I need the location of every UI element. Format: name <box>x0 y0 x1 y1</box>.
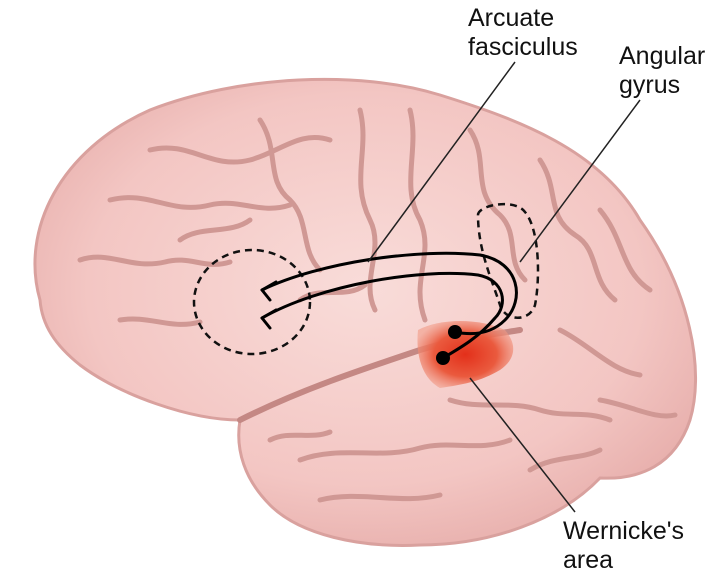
wernicke-label-line-2: area <box>563 546 684 575</box>
arcuate-label-line-2: fasciculus <box>468 33 578 62</box>
angular-label-line-1: Angular <box>619 42 705 71</box>
arcuate-label-line-1: Arcuate <box>468 4 578 33</box>
pathway-end-dot-lower <box>436 351 450 365</box>
wernickes-area-label: Wernicke's area <box>563 517 684 575</box>
pathway-end-dot-upper <box>448 325 462 339</box>
angular-gyrus-label: Angular gyrus <box>619 42 705 100</box>
arcuate-fasciculus-label: Arcuate fasciculus <box>468 4 578 62</box>
wernicke-label-line-1: Wernicke's <box>563 517 684 546</box>
brain-hemisphere <box>35 79 696 545</box>
angular-label-line-2: gyrus <box>619 71 705 100</box>
